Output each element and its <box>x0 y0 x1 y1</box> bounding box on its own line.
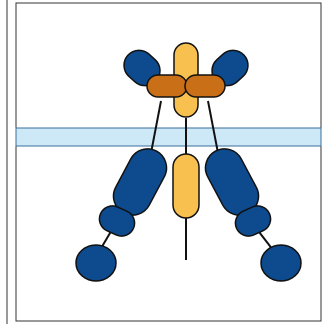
membrane-band <box>15 127 322 147</box>
linker-left-upper <box>150 100 162 154</box>
left-orange-domain <box>146 74 188 98</box>
left-small-blue-domain <box>98 205 136 237</box>
right-small-blue-domain <box>234 205 272 237</box>
central-yellow-domain-lower <box>172 153 200 219</box>
linker-right-upper <box>207 100 219 154</box>
right-orange-domain <box>184 74 226 98</box>
left-bottom-blue-domain <box>75 244 117 282</box>
right-bottom-blue-domain <box>260 244 302 282</box>
